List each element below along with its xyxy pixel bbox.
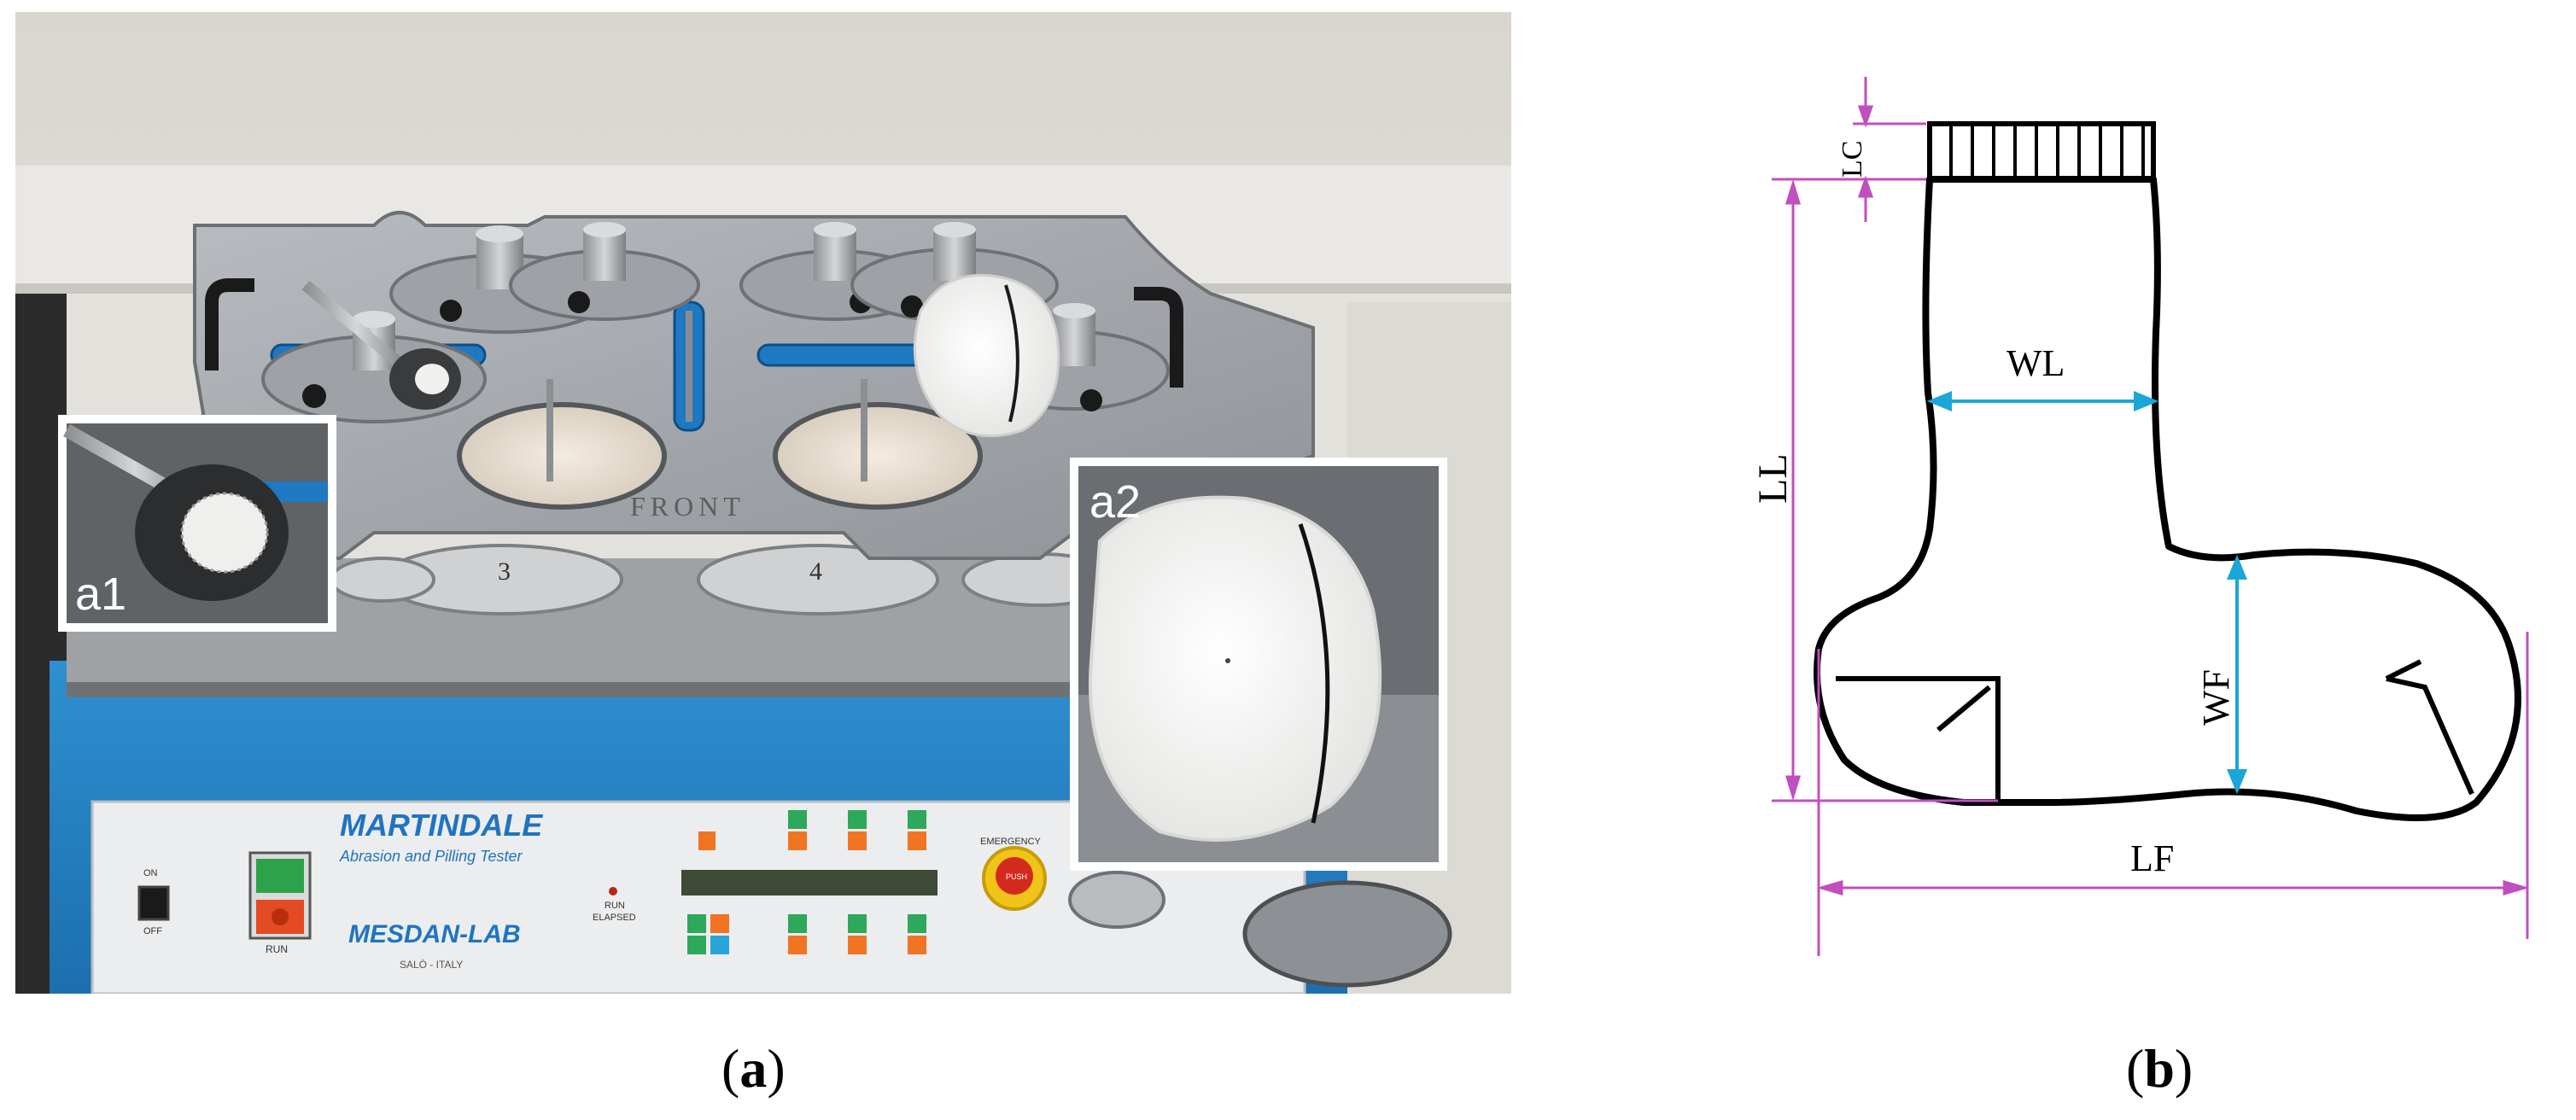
caption-a-letter: a [739,1038,768,1099]
caption-b-letter: b [2144,1038,2175,1099]
measure-wf [2227,554,2247,795]
sock-cuff [1927,121,2156,182]
label-ll: LL [1750,453,1796,504]
maker-name: MESDAN-LAB [348,920,521,948]
label-wf: WF [2195,669,2237,726]
keypad [681,810,938,954]
dimension-ll [1772,178,1998,802]
holder-number-4: 4 [809,557,822,586]
switch-off-label: OFF [143,926,162,936]
inset-a2: a2 [1070,458,1447,871]
inset-a1: a1 [58,415,336,632]
dimension-lf [1816,632,2530,956]
brand-subtitle: Abrasion and Pilling Tester [339,848,523,865]
inset-a1-label: a1 [75,569,126,620]
martindale-photo: 3 4 FRONT [15,12,1511,994]
caption-b: (b) [2126,1038,2193,1099]
inset-a2-label: a2 [1089,476,1141,528]
run-elapsed-label-2: ELAPSED [593,913,636,923]
push-label: PUSH [1006,872,1027,881]
label-lc: LC [1837,141,1868,178]
sock-dimension-diagram: LC LL WL WF LF [1750,77,2530,956]
run-label: RUN [266,943,288,955]
run-elapsed-label-1: RUN [605,901,625,911]
measure-wl [1926,391,2159,411]
brand-name: MARTINDALE [340,808,543,843]
sock-outline [1814,176,2521,821]
caption-a: (a) [721,1038,786,1099]
label-lf: LF [2130,837,2174,879]
front-marking: FRONT [630,491,745,522]
maker-location: SALÒ - ITALY [400,958,463,971]
emergency-label: EMERGENCY [980,837,1042,847]
switch-on-label: ON [143,868,158,878]
label-wl: WL [2006,342,2065,384]
holder-number-3: 3 [498,557,511,586]
